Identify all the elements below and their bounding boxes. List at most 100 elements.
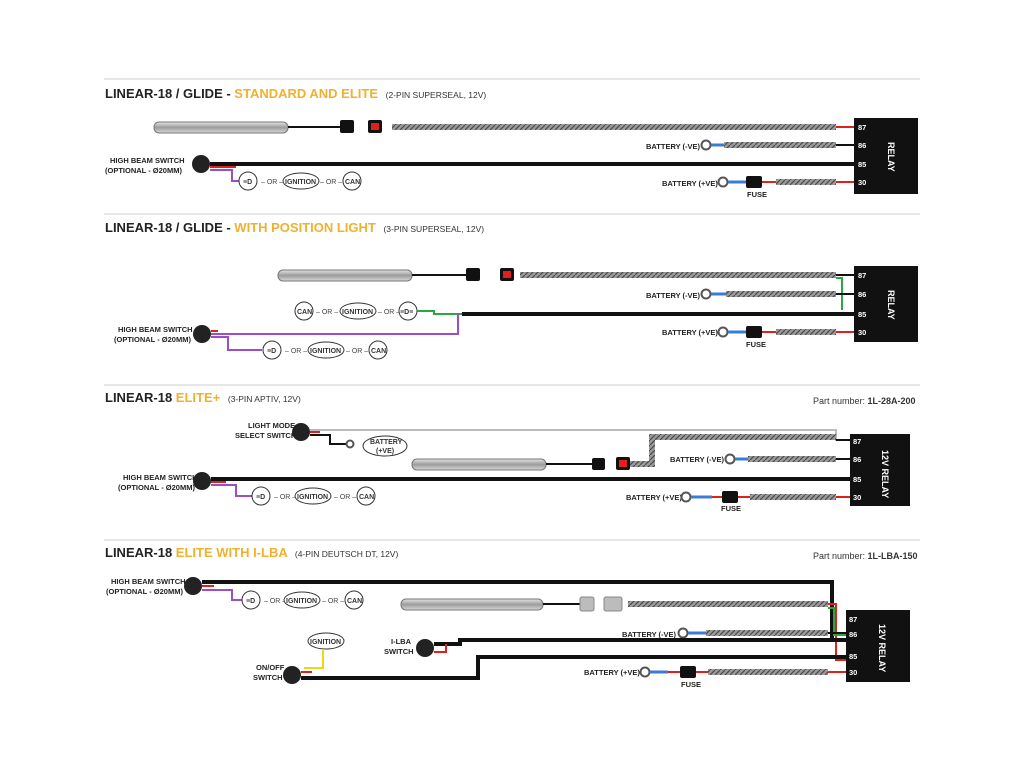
can-option [356,486,376,506]
can-option [368,340,388,360]
light-bar [411,458,547,471]
svg-text:– OR –: – OR – [378,309,400,316]
headlight-icon [251,486,271,506]
switch-size-label: (OPTIONAL - Ø20MM) [106,587,183,596]
high-beam-switch-icon [192,155,210,173]
svg-text:86: 86 [858,290,866,299]
svg-text:– OR –: – OR – [285,348,307,355]
section-position-light: LINEAR-18 / GLIDE - WITH POSITION LIGHT … [105,220,918,360]
svg-text:CAN: CAN [347,598,362,605]
battery-negative-label: BATTERY (-VE) [622,630,677,639]
svg-text:IGNITION: IGNITION [297,494,328,501]
switch-label: HIGH BEAM SWITCH [123,473,198,482]
mode-switch-label-2: SELECT SWITCH [235,431,296,440]
svg-text:≡D: ≡D [243,179,252,186]
fuse-label: FUSE [681,680,701,689]
fuse-label: FUSE [721,504,741,513]
connector-socket [603,596,623,612]
switch-label: HIGH BEAM SWITCH [110,156,185,165]
ring-terminal-icon [700,139,712,151]
ring-terminal-icon [717,176,729,188]
svg-text:87: 87 [858,123,866,132]
section-title: LINEAR-18 ELITE+ (3-PIN APTIV, 12V) [105,390,301,405]
svg-text:≡D: ≡D [256,494,265,501]
battery-positive-label: BATTERY (+VE) [626,493,682,502]
braided-harness [520,272,836,278]
switch-size-label: (OPTIONAL - Ø20MM) [118,483,195,492]
high-beam-switch-icon [193,325,211,343]
ilba-switch-label: I-LBA [391,637,412,646]
fuse-holder [680,666,696,678]
relay-label: RELAY [886,290,896,320]
svg-text:– OR –: – OR – [334,494,356,501]
svg-text:86: 86 [853,455,861,464]
relay-label: 12V RELAY [877,624,887,672]
fuse-label: FUSE [747,190,767,199]
high-beam-switch-icon [193,472,211,490]
relay-label: 12V RELAY [880,450,890,498]
svg-text:86: 86 [849,630,857,639]
svg-text:– OR –: – OR – [320,179,342,186]
svg-text:≡D: ≡D [246,598,255,605]
section-title: LINEAR-18 / GLIDE - WITH POSITION LIGHT … [105,220,484,235]
high-beam-switch-icon [184,577,202,595]
headlight-icon [241,590,261,610]
svg-text:30: 30 [853,493,861,502]
svg-text:30: 30 [858,178,866,187]
fuse-holder [746,176,762,188]
svg-text:85: 85 [853,475,861,484]
section-title: LINEAR-18 ELITE WITH I-LBA (4-PIN DEUTSC… [105,545,398,560]
onoff-switch-label: ON/OFF [256,663,285,672]
svg-text:– OR –: – OR – [322,598,344,605]
battery-option [362,435,408,457]
ring-terminal-icon [639,666,651,678]
section-title: LINEAR-18 / GLIDE - STANDARD AND ELITE (… [105,86,486,101]
svg-text:IGNITION: IGNITION [342,309,373,316]
svg-text:IGNITION: IGNITION [310,348,341,355]
light-bar [153,121,289,134]
can-option [344,590,364,610]
svg-text:30: 30 [849,668,857,677]
svg-text:– OR –: – OR – [274,494,296,501]
battery-positive-label: BATTERY (+VE) [584,668,640,677]
ignition-option [294,487,332,505]
svg-text:87: 87 [853,437,861,446]
svg-text:IGNITION: IGNITION [285,179,316,186]
svg-text:85: 85 [858,310,866,319]
svg-text:85: 85 [858,160,866,169]
part-number: Part number: 1L-LBA-150 [813,551,918,561]
section-standard-elite: LINEAR-18 / GLIDE - STANDARD AND ELITE (… [105,86,918,199]
svg-text:≡D≡: ≡D≡ [400,309,413,316]
svg-text:87: 87 [849,615,857,624]
ignition-option [283,591,321,609]
ring-terminal-icon [680,491,692,503]
svg-text:(+VE): (+VE) [376,448,394,455]
ring-terminal-icon [345,439,355,449]
section-elite-plus: LINEAR-18 ELITE+ (3-PIN APTIV, 12V) Part… [105,390,916,513]
svg-text:30: 30 [858,328,866,337]
battery-positive-label: BATTERY (+VE) [662,179,718,188]
relay-box [850,434,910,506]
mode-switch-icon [292,423,310,441]
ring-terminal-icon [700,288,712,300]
battery-positive-label: BATTERY (+VE) [662,328,718,337]
svg-text:87: 87 [858,271,866,280]
svg-text:86: 86 [858,141,866,150]
connector-plug [340,120,354,133]
svg-text:BATTERY: BATTERY [370,439,403,446]
switch-size-label: (OPTIONAL - Ø20MM) [114,335,191,344]
ring-terminal-icon [717,326,729,338]
part-number: Part number: 1L-28A-200 [813,396,916,406]
connector-plug [579,596,595,612]
switch-label: HIGH BEAM SWITCH [118,325,193,334]
switch-label: HIGH BEAM SWITCH [111,577,186,586]
svg-text:– OR –: – OR – [346,348,368,355]
svg-text:≡D: ≡D [267,348,276,355]
relay-label: RELAY [886,142,896,172]
headlight-icon [262,340,282,360]
onoff-switch-label-2: SWITCH [253,673,283,682]
svg-text:– OR –: – OR – [264,598,286,605]
svg-text:– OR –: – OR – [316,309,338,316]
svg-text:– OR –: – OR – [261,179,283,186]
